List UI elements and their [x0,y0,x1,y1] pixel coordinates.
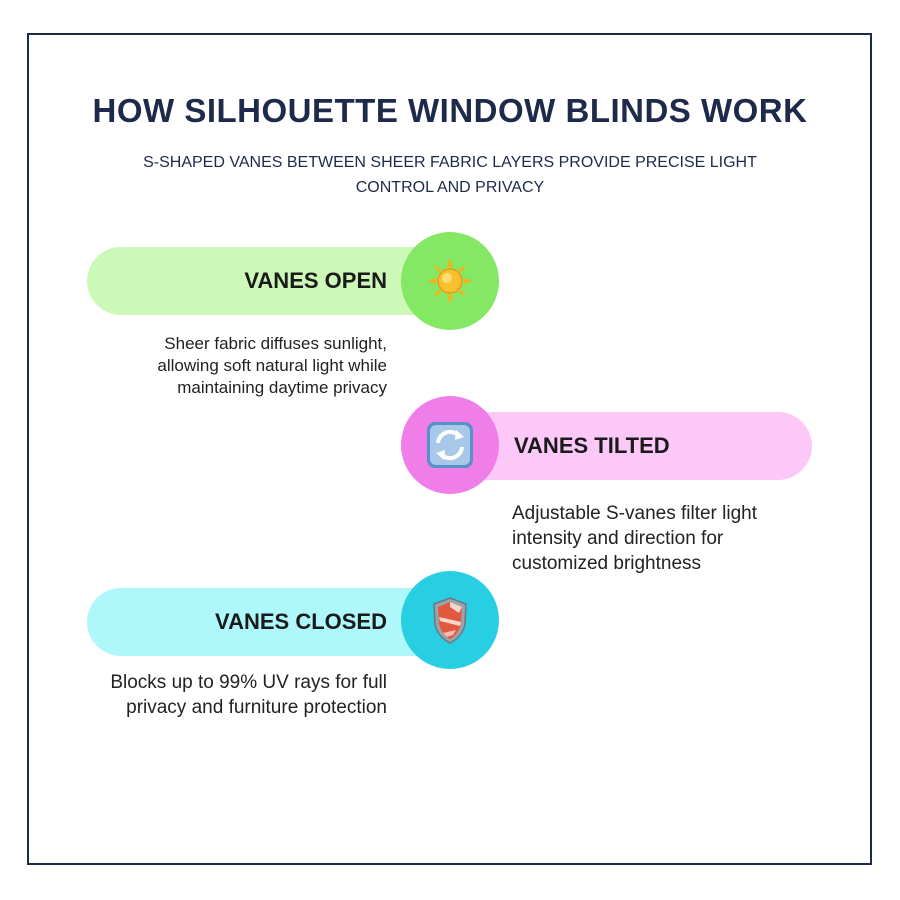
infographic-frame [27,33,872,865]
step-closed-circle [401,571,499,669]
step-tilted-label: VANES TILTED [514,433,670,458]
step-open-label: VANES OPEN [244,268,387,293]
step-tilted-circle [401,396,499,494]
step-tilted-description: Adjustable S-vanes filter light intensit… [512,503,758,574]
sun-icon [427,258,473,304]
step-closed-description: Blocks up to 99% UV rays for full privac… [110,672,387,718]
step-closed-label: VANES CLOSED [215,609,387,634]
step-open-pill: VANES OPEN [87,247,447,315]
step-tilted-pill: VANES TILTED [453,412,812,480]
step-closed-pill: VANES CLOSED [87,588,447,656]
step-open-circle [401,232,499,330]
step-open-description: Sheer fabric diffuses sunlight, allowing… [157,334,387,397]
refresh-arrows-icon [427,422,473,468]
page-title: HOW SILHOUETTE WINDOW BLINDS WORK [92,92,808,129]
page-subtitle: S-SHAPED VANES BETWEEN SHEER FABRIC LAYE… [143,154,757,196]
shield-icon [433,597,467,644]
